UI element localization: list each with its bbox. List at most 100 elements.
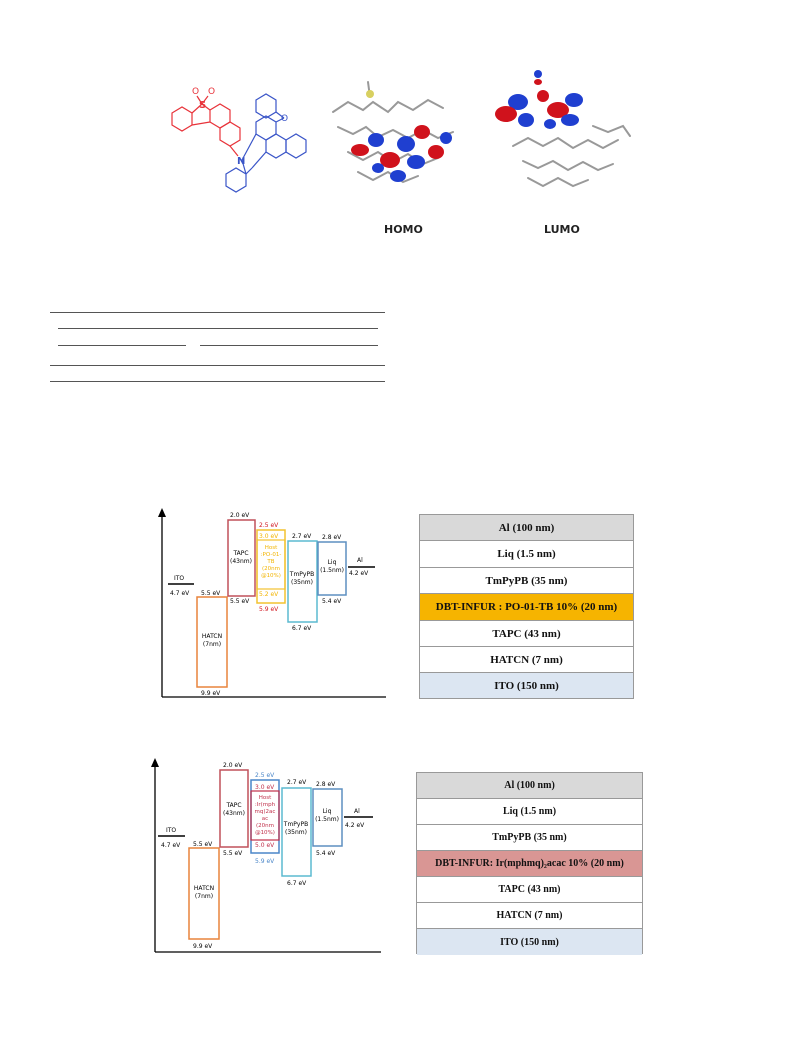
eml-label-line: :Ir(mph <box>255 802 276 808</box>
table-rule <box>200 345 378 346</box>
eml-dopant-bottom-level: 5.0 eV <box>255 842 275 849</box>
stack-layer: HATCN (7 nm) <box>420 647 633 673</box>
tapc-bottom-level: 5.5 eV <box>223 850 243 857</box>
liq-layer <box>312 788 343 847</box>
tapc-top-level: 2.0 eV <box>223 762 243 769</box>
eml-label-line: Host <box>259 795 272 801</box>
eml-dopant-layer <box>256 539 286 590</box>
tapc-thickness: (43nm) <box>223 810 245 817</box>
eml-dopant-top-level: 3.0 eV <box>255 784 275 791</box>
lumo-orbital-render <box>495 70 631 188</box>
tmpypb-thickness: (35nm) <box>291 579 313 586</box>
tapc-thickness: (43nm) <box>230 558 252 565</box>
eml-host-bottom-level: 5.9 eV <box>255 858 275 865</box>
ito-label: ITO <box>174 575 184 582</box>
eml-dopant-bottom-level: 5.2 eV <box>259 591 279 598</box>
table-rule <box>50 312 385 313</box>
tmpypb-name: TmPyPB <box>289 571 314 578</box>
al-level: 4.2 eV <box>349 570 369 577</box>
tapc-name: TAPC <box>232 550 248 557</box>
homo-label: HOMO <box>384 223 423 236</box>
tmpypb-bottom-level: 6.7 eV <box>292 625 312 632</box>
oxygen-atom-label: O <box>208 87 215 97</box>
molecule-structure: S O O N O <box>171 87 307 193</box>
hatcn-top-level: 5.5 eV <box>193 841 213 848</box>
tmpypb-layer <box>287 540 318 623</box>
liq-bottom-level: 5.4 eV <box>322 598 342 605</box>
hatcn-layer <box>196 596 228 688</box>
liq-top-level: 2.8 eV <box>322 534 342 541</box>
stack-layer: TAPC (43 nm) <box>420 621 633 647</box>
liq-bottom-level: 5.4 eV <box>316 850 336 857</box>
eml-label-line: (20nm <box>262 566 280 572</box>
eml-label-line: @10%) <box>255 830 275 836</box>
energy-diagram-2: ITO 4.7 eV 5.5 eV 9.9 eV HATCN (7nm) 2.0… <box>151 758 381 953</box>
liq-thickness: (1.5nm) <box>315 816 339 823</box>
device-stack-1: Al (100 nm) Liq (1.5 nm) TmPyPB (35 nm) … <box>419 514 634 699</box>
stack-layer: TAPC (43 nm) <box>417 877 642 903</box>
donor-moiety <box>225 93 307 193</box>
stack-layer: Al (100 nm) <box>417 773 642 799</box>
tapc-bottom-level: 5.5 eV <box>230 598 250 605</box>
stack-layer: TmPyPB (35 nm) <box>420 568 633 594</box>
lumo-lobes <box>495 70 583 129</box>
liq-thickness: (1.5nm) <box>320 567 344 574</box>
homo-orbital-render <box>332 81 454 184</box>
tmpypb-bottom-level: 6.7 eV <box>287 880 307 887</box>
stack-layer-eml: DBT-INFUR: Ir(mphmq)₂acac 10% (20 nm) <box>417 851 642 877</box>
al-label: Al <box>354 808 360 815</box>
eml-label-line: (20nm <box>256 823 274 829</box>
eml-label-line: ac <box>262 816 268 822</box>
eml-label-line: Host <box>265 545 278 551</box>
eml-dopant-top-level: 3.0 eV <box>259 533 279 540</box>
energy-diagram-1: ITO 4.7 eV 5.5 eV 9.9 eV HATCN (7nm) 2.0… <box>158 508 386 698</box>
stack-layer: ITO (150 nm) <box>420 673 633 698</box>
stack-layer: HATCN (7 nm) <box>417 903 642 929</box>
eml-host-top-level: 2.5 eV <box>255 772 275 779</box>
stack-layer-eml: DBT-INFUR : PO-01-TB 10% (20 nm) <box>420 594 633 621</box>
table-rule <box>50 381 385 382</box>
tmpypb-layer <box>281 787 312 877</box>
table-rule <box>50 365 385 366</box>
axis-arrow-icon <box>158 508 166 517</box>
stack-layer: Liq (1.5 nm) <box>420 541 633 568</box>
furan-oxygen-label: O <box>281 114 288 124</box>
homo-lobes <box>351 125 452 182</box>
eml-host-bottom-level: 5.9 eV <box>259 606 279 613</box>
tapc-layer <box>227 519 256 597</box>
liq-name: Liq <box>323 808 332 815</box>
eml-label-line: :PO-01- <box>261 552 282 558</box>
hatcn-bottom-level: 9.9 eV <box>193 943 213 950</box>
al-level: 4.2 eV <box>345 822 365 829</box>
oxygen-atom-label: O <box>192 87 199 97</box>
hatcn-name: HATCN <box>202 633 222 640</box>
tmpypb-top-level: 2.7 eV <box>287 779 307 786</box>
liq-layer <box>317 541 347 596</box>
device-stack-2: Al (100 nm) Liq (1.5 nm) TmPyPB (35 nm) … <box>416 772 643 955</box>
tapc-top-level: 2.0 eV <box>230 512 250 519</box>
liq-name: Liq <box>328 559 337 566</box>
ito-label: ITO <box>166 827 176 834</box>
tmpypb-name: TmPyPB <box>283 821 308 828</box>
eml-dopant-layer <box>250 790 280 841</box>
sulfur-atom-label: S <box>199 100 206 111</box>
stack-layer: Liq (1.5 nm) <box>417 799 642 825</box>
hatcn-layer <box>188 847 220 940</box>
eml-label-line: TB <box>266 559 274 565</box>
tmpypb-thickness: (35nm) <box>285 829 307 836</box>
ito-level: 4.7 eV <box>161 842 181 849</box>
al-label: Al <box>357 557 363 564</box>
tapc-layer <box>219 769 249 848</box>
hatcn-thickness: (7nm) <box>203 641 221 648</box>
hatcn-top-level: 5.5 eV <box>201 590 221 597</box>
table-rule <box>58 345 186 346</box>
stack-layer: Al (100 nm) <box>420 515 633 541</box>
stack-layer: TmPyPB (35 nm) <box>417 825 642 851</box>
lumo-label: LUMO <box>544 223 580 236</box>
table-rule <box>58 328 378 329</box>
stack-layer: ITO (150 nm) <box>417 929 642 955</box>
nitrogen-atom-label: N <box>237 156 245 167</box>
ito-level: 4.7 eV <box>170 590 190 597</box>
tmpypb-top-level: 2.7 eV <box>292 533 312 540</box>
acceptor-moiety <box>171 95 241 157</box>
